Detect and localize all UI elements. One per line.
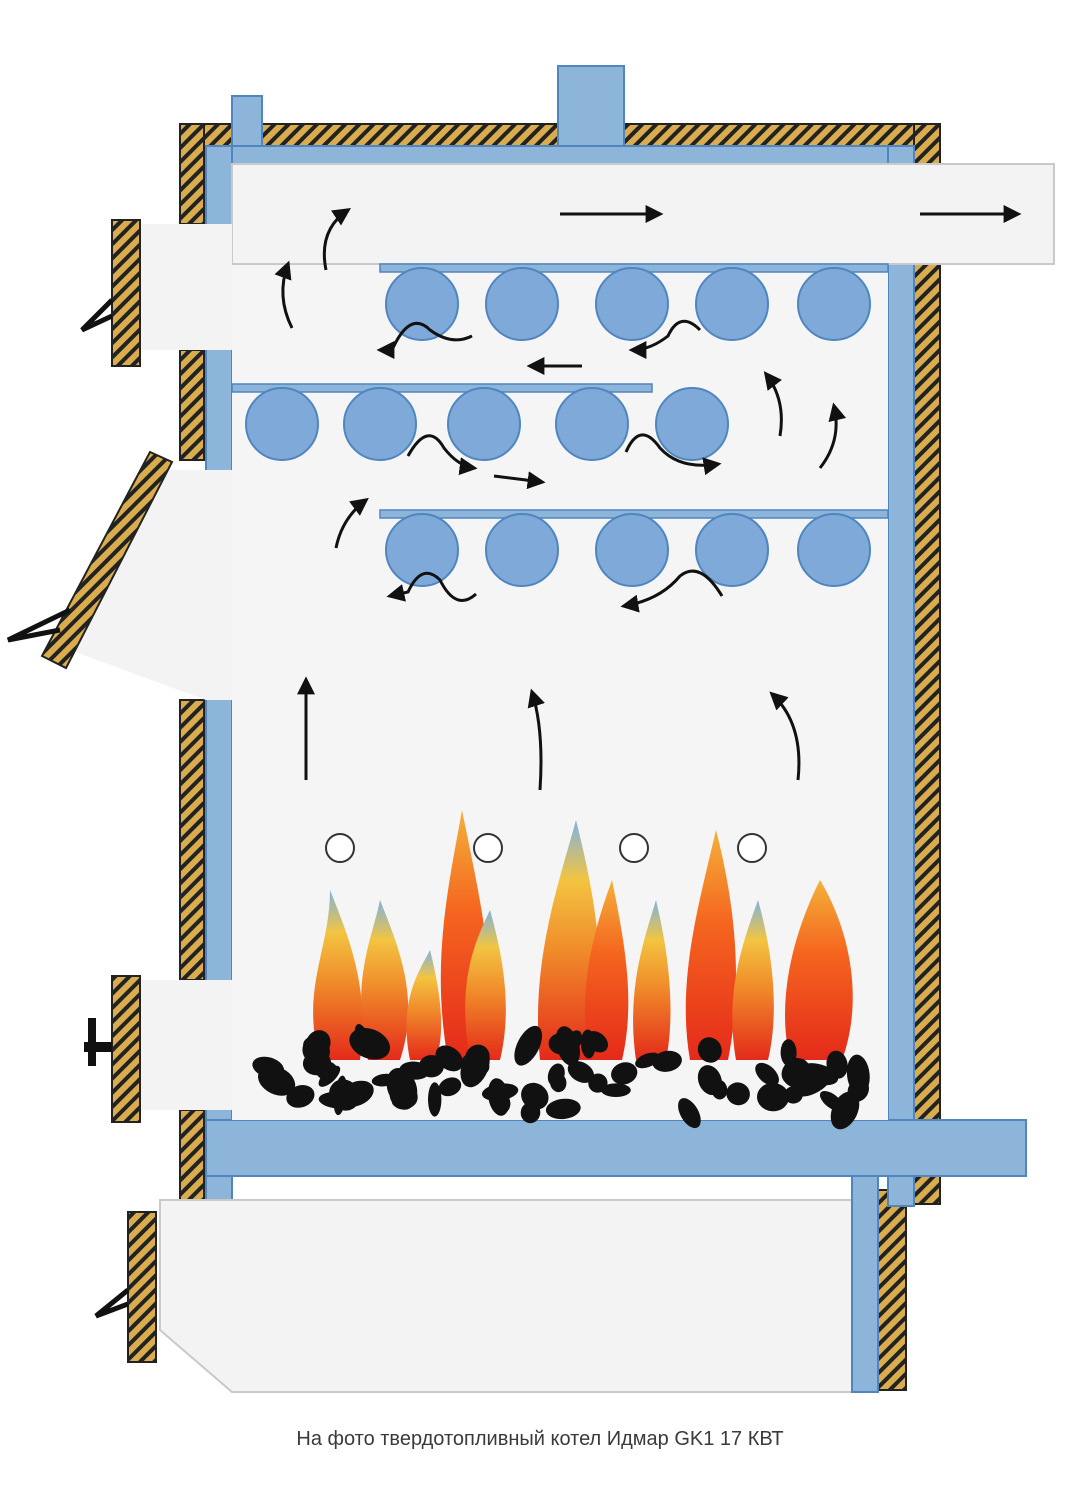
tube-upper <box>695 267 769 341</box>
coal-lump <box>258 1065 296 1096</box>
tube-upper <box>385 267 459 341</box>
flow-arrow <box>620 569 724 613</box>
baffle-middle <box>231 383 653 393</box>
flame <box>538 820 600 1060</box>
flame <box>313 890 363 1060</box>
coal-lump <box>697 1065 722 1096</box>
flame <box>465 910 506 1060</box>
air-hole <box>325 833 355 863</box>
coal-lump <box>792 1074 809 1093</box>
tube-upper <box>797 267 871 341</box>
coal-lump <box>635 1052 660 1069</box>
coal-lump <box>435 1045 464 1072</box>
coal-lump <box>427 1082 442 1117</box>
coal-lump <box>386 1067 418 1108</box>
flow-arrow <box>624 433 722 476</box>
flame <box>785 880 853 1060</box>
coal-lump <box>286 1085 315 1108</box>
coal-lump <box>580 1029 596 1059</box>
heat-exchanger-tubes <box>245 267 871 587</box>
flow-arrow <box>322 208 351 271</box>
flame <box>585 880 629 1060</box>
image-caption: На фото твердотопливный котел Идмар GK1 … <box>296 1428 784 1450</box>
flame <box>685 830 737 1060</box>
flow-arrow <box>769 691 801 781</box>
flow-arrow <box>763 371 783 437</box>
coal-lump <box>491 1092 511 1114</box>
coal-lump <box>757 1082 789 1112</box>
coal-lump <box>302 1051 332 1076</box>
boiler-diagram <box>6 65 1055 1393</box>
tube-middle <box>555 387 629 461</box>
flames <box>313 810 853 1060</box>
coal-lump <box>438 1077 462 1097</box>
tube-middle <box>343 387 417 461</box>
coal-lump <box>545 1098 581 1120</box>
flow-arrow <box>628 319 702 359</box>
flow-arrow <box>406 434 478 476</box>
coal-lump <box>819 1090 844 1112</box>
flow-arrow <box>274 260 294 329</box>
coal-lump <box>799 1063 839 1086</box>
coal-lump <box>678 1098 701 1129</box>
coal-lump <box>547 1063 565 1087</box>
air-hole <box>619 833 649 863</box>
coal-lump <box>780 1039 797 1067</box>
tube-lower <box>595 513 669 587</box>
flow-arrow <box>493 471 546 490</box>
coal-lump <box>354 1024 371 1057</box>
coal-lump <box>847 1078 870 1102</box>
ash-pan <box>94 1175 879 1393</box>
tube-middle <box>655 387 729 461</box>
tube-lower <box>797 513 871 587</box>
grate-door <box>84 975 232 1123</box>
tube-middle <box>447 387 521 461</box>
air-hole <box>473 833 503 863</box>
coal-lump <box>329 1079 360 1111</box>
flow-arrow <box>376 321 473 359</box>
coal-lump <box>601 1083 631 1097</box>
coal-lump <box>563 1030 582 1056</box>
coal-lump <box>514 1025 543 1066</box>
tube-lower <box>695 513 769 587</box>
flame <box>732 900 774 1060</box>
upper-cleaning-door <box>80 219 232 367</box>
tube-upper <box>595 267 669 341</box>
flow-arrow <box>386 571 478 602</box>
tube-middle <box>245 387 319 461</box>
flame <box>633 900 671 1060</box>
secondary-air-holes <box>325 833 767 863</box>
coal-lump <box>567 1061 595 1083</box>
coal-lump <box>726 1082 750 1106</box>
gas-flow-arrows <box>274 205 1022 791</box>
tube-upper <box>485 267 559 341</box>
air-hole <box>737 833 767 863</box>
coal-lump <box>697 1037 722 1063</box>
flame <box>361 900 409 1060</box>
flow-arrow <box>334 497 369 549</box>
coal-bed <box>252 1024 870 1130</box>
tube-lower <box>385 513 459 587</box>
coal-lump <box>755 1062 779 1086</box>
loading-door <box>6 450 232 700</box>
coal-lump <box>460 1045 490 1088</box>
tube-lower <box>485 513 559 587</box>
flow-arrow <box>818 402 847 469</box>
flame <box>406 950 442 1060</box>
flow-arrow <box>527 688 545 791</box>
coal-lump <box>521 1082 549 1110</box>
insulation-casing <box>179 123 941 1391</box>
coal-lump <box>611 1062 638 1085</box>
